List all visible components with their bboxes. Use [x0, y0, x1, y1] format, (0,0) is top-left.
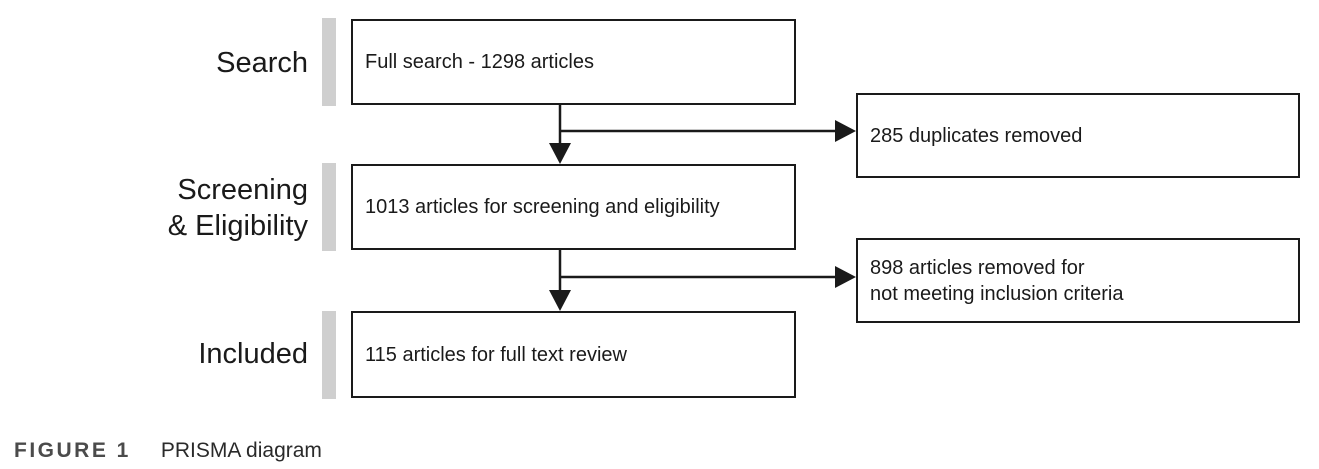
duplicates-box: 285 duplicates removed [856, 93, 1300, 178]
arrowhead-down-2 [549, 290, 571, 311]
screening-text: 1013 articles for screening and eligibil… [365, 196, 720, 218]
stage-label-included: Included [198, 338, 308, 370]
stage-label-search: Search [216, 47, 308, 79]
arrowhead-right-2 [835, 266, 856, 288]
figure-caption: FIGURE 1 PRISMA diagram [14, 438, 322, 464]
excluded-text: 898 articles removed for not meeting inc… [870, 256, 1124, 305]
figure-title: PRISMA diagram [160, 439, 322, 462]
stage-label-screening: Screening & Eligibility [167, 174, 308, 242]
arrowhead-down-1 [549, 143, 571, 164]
screening-box: 1013 articles for screening and eligibil… [351, 164, 796, 250]
duplicates-text: 285 duplicates removed [870, 124, 1083, 147]
arrowhead-right-1 [835, 120, 856, 142]
full-search-text: Full search - 1298 articles [365, 51, 594, 73]
included-text: 115 articles for full text review [365, 343, 627, 366]
stage-bar-included [322, 311, 336, 399]
included-box: 115 articles for full text review [351, 311, 796, 398]
excluded-box: 898 articles removed for not meeting inc… [856, 238, 1300, 323]
stage-bar-screening [322, 163, 336, 251]
figure-label: FIGURE 1 [14, 439, 131, 462]
stage-bar-search [322, 18, 336, 106]
full-search-box: Full search - 1298 articles [351, 19, 796, 105]
